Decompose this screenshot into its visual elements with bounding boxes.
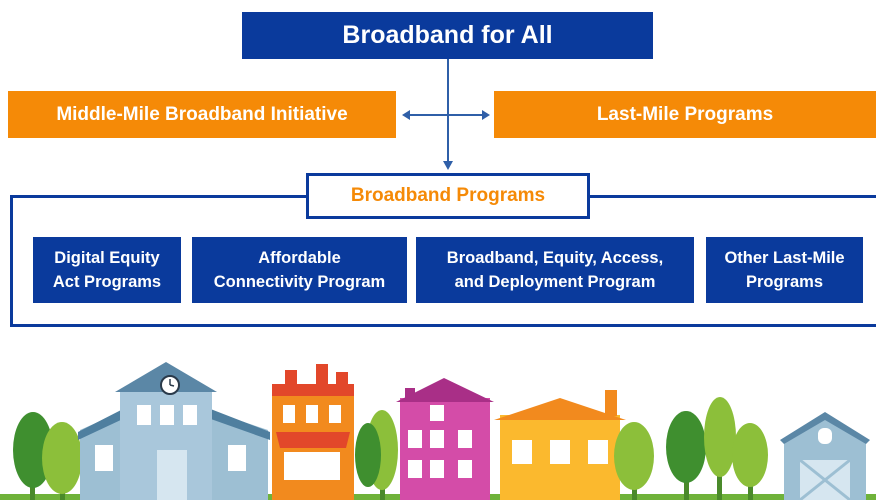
barn-icon bbox=[780, 412, 870, 500]
neighborhood-illustration bbox=[0, 362, 876, 500]
program-label-line1: Other Last-Mile bbox=[724, 249, 845, 267]
last-mile-programs-box: Last-Mile Programs bbox=[494, 91, 876, 138]
tree-icon bbox=[732, 423, 768, 500]
house-icon bbox=[494, 390, 626, 500]
broadband-programs-header: Broadband Programs bbox=[306, 173, 590, 219]
program-label-line1: Digital Equity bbox=[54, 249, 160, 267]
program-bead: Broadband, Equity, Access, and Deployment… bbox=[416, 237, 694, 303]
program-label-line2: and Deployment Program bbox=[454, 273, 656, 291]
house-icon bbox=[396, 378, 494, 500]
program-label-line1: Affordable bbox=[258, 249, 341, 267]
program-label-line2: Programs bbox=[745, 273, 823, 291]
program-label-line2: Act Programs bbox=[52, 273, 162, 291]
broadband-for-all-title: Broadband for All bbox=[242, 12, 653, 59]
program-label-line2: Connectivity Program bbox=[213, 273, 386, 291]
tree-icon bbox=[666, 411, 706, 500]
tree-icon bbox=[704, 397, 736, 500]
schoolhouse-icon bbox=[78, 362, 270, 500]
program-label-line1: Broadband, Equity, Access, bbox=[446, 249, 664, 267]
tree-icon bbox=[42, 422, 82, 500]
middle-mile-initiative-box: Middle-Mile Broadband Initiative bbox=[8, 91, 396, 138]
tree-icon bbox=[614, 422, 654, 500]
tree-icon bbox=[355, 423, 381, 487]
apartment-building-icon bbox=[272, 364, 354, 500]
